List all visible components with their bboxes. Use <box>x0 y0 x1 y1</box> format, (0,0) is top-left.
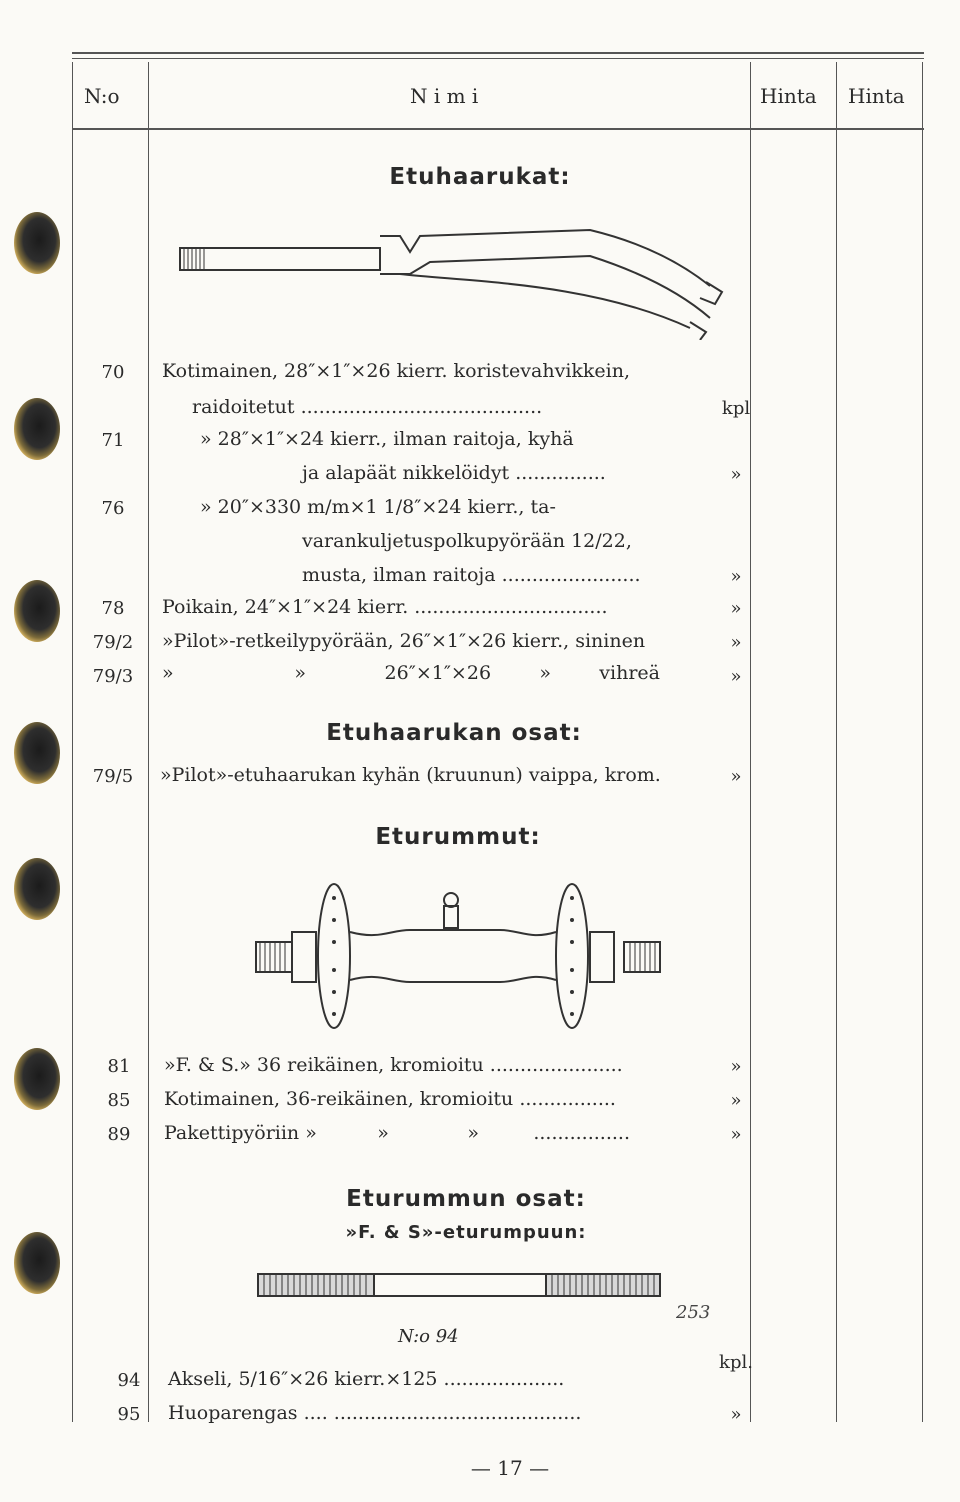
fork-illustration <box>179 228 724 340</box>
handwritten-note: 253 <box>676 1302 711 1323</box>
item-desc: ja alapäät nikkelöidyt ............... <box>302 462 606 484</box>
front-hub-illustration <box>255 883 661 1029</box>
item-desc: Pakettipyöriin » » » ................ <box>164 1122 630 1144</box>
item-number: 94 <box>117 1370 141 1391</box>
item-unit: » <box>730 766 742 787</box>
item-number: 79/3 <box>92 666 134 687</box>
item-desc: Kotimainen, 36-reikäinen, kromioitu ....… <box>164 1088 616 1110</box>
header-name: N i m i <box>410 84 479 108</box>
binder-hole <box>14 858 60 920</box>
header-no: N:o <box>84 84 120 108</box>
item-unit: » <box>730 666 742 687</box>
top-rule-thin <box>72 58 924 59</box>
item-desc: » » 26″×1″×26 » vihreä <box>162 662 660 684</box>
header-price-2: Hinta <box>848 84 905 108</box>
item-unit: » <box>730 1404 742 1425</box>
binder-hole <box>14 398 60 460</box>
item-desc: »Pilot»-etuhaarukan kyhän (kruunun) vaip… <box>160 764 661 786</box>
axle-caption: N:o 94 <box>398 1326 459 1347</box>
item-unit: » <box>730 1124 742 1145</box>
item-number: 78 <box>101 598 125 619</box>
item-desc: » 28″×1″×24 kierr., ilman raitoja, kyhä <box>200 428 574 450</box>
item-number: 79/2 <box>92 632 134 653</box>
header-rule <box>72 128 924 130</box>
binder-hole <box>14 1048 60 1110</box>
section-title-fork-parts: Etuhaarukan osat: <box>326 720 582 746</box>
section-title-forks: Etuhaarukat: <box>389 164 571 190</box>
item-desc: » 20″×330 m/m×1 1/8″×24 kierr., ta- <box>200 496 556 518</box>
binder-hole <box>14 722 60 784</box>
item-number: 70 <box>101 362 125 383</box>
item-unit: » <box>730 464 742 485</box>
item-number: 85 <box>107 1090 131 1111</box>
item-desc: »F. & S.» 36 reikäinen, kromioitu ......… <box>164 1054 623 1076</box>
item-desc: Huoparengas .... .......................… <box>168 1402 582 1424</box>
item-desc: musta, ilman raitoja ...................… <box>302 564 641 586</box>
binder-hole <box>14 212 60 274</box>
item-unit: » <box>730 598 742 619</box>
top-rule <box>72 52 924 54</box>
page-number: — 17 — <box>470 1456 550 1480</box>
col-rule <box>922 62 923 1422</box>
item-desc: »Pilot»-retkeilypyörään, 26″×1″×26 kierr… <box>162 630 646 652</box>
item-number: 95 <box>117 1404 141 1425</box>
item-number: 71 <box>101 430 125 451</box>
col-rule <box>750 62 751 1422</box>
item-number: 76 <box>101 498 125 519</box>
section-title-hub-parts: Eturummun osat: <box>346 1186 586 1212</box>
binder-hole <box>14 580 60 642</box>
axle-illustration <box>257 1273 661 1297</box>
item-desc: Kotimainen, 28″×1″×26 kierr. koristevahv… <box>162 360 631 382</box>
item-number: 89 <box>107 1124 131 1145</box>
item-number: 79/5 <box>92 766 134 787</box>
item-desc: Poikain, 24″×1″×24 kierr. ..............… <box>162 596 608 618</box>
item-unit: » <box>730 1090 742 1111</box>
item-desc: varankuljetuspolkupyörään 12/22, <box>302 530 632 552</box>
section-title-front-hubs: Eturummut: <box>375 824 541 850</box>
item-desc: raidoitetut ............................… <box>192 396 543 418</box>
col-rule <box>836 62 837 1422</box>
item-unit: » <box>730 566 742 587</box>
header-price-1: Hinta <box>760 84 817 108</box>
item-number: 81 <box>107 1056 131 1077</box>
item-desc: Akseli, 5/16″×26 kierr.×125 ............… <box>168 1368 565 1390</box>
item-unit: kpl <box>721 398 751 419</box>
section-subtitle-hub-parts: »F. & S»-eturumpuun: <box>345 1222 587 1243</box>
item-unit: » <box>730 1056 742 1077</box>
item-unit: » <box>730 632 742 653</box>
binder-hole <box>14 1232 60 1294</box>
item-unit: kpl. <box>719 1352 753 1373</box>
col-rule <box>148 62 149 1422</box>
col-rule <box>72 62 73 1422</box>
